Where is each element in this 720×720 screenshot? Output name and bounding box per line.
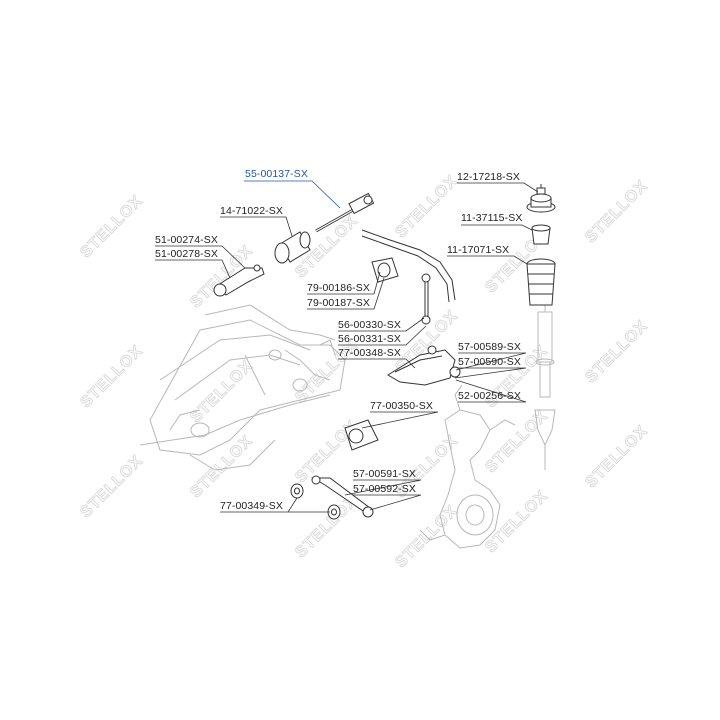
- strut-bushing-drawing: [344, 419, 379, 451]
- part-label-51-00278[interactable]: 51-00278-SX: [155, 248, 218, 260]
- part-label-56-00330[interactable]: 56-00330-SX: [338, 319, 401, 331]
- watermark-text: STELLOX: [77, 342, 146, 411]
- part-label-12-17218[interactable]: 12-17218-SX: [457, 171, 520, 183]
- subframe-drawing: [139, 304, 346, 471]
- part-label-14-71022[interactable]: 14-71022-SX: [220, 205, 283, 217]
- part-label-57-00591[interactable]: 57-00591-SX: [353, 468, 416, 480]
- part-label-11-17071[interactable]: 11-17071-SX: [447, 244, 510, 256]
- part-label-79-00186[interactable]: 79-00186-SX: [307, 282, 370, 294]
- watermark-text: STELLOX: [482, 487, 551, 556]
- part-label-52-00256[interactable]: 52-00256-SX: [458, 390, 521, 402]
- watermark-text: STELLOX: [77, 192, 146, 261]
- watermark-text: STELLOX: [582, 317, 651, 386]
- steering-boot-drawing: [274, 231, 311, 264]
- top-mount-drawing: [526, 184, 556, 213]
- bump-stop-drawing: [531, 224, 551, 245]
- stabilizer-bushing-drawing: [371, 257, 399, 283]
- watermark-text: STELLOX: [392, 172, 461, 241]
- part-label-57-00590[interactable]: 57-00590-SX: [458, 356, 521, 368]
- watermark-text: STELLOX: [482, 407, 551, 476]
- tie-rod-end-drawing: [213, 264, 265, 297]
- part-label-77-00349[interactable]: 77-00349-SX: [220, 500, 283, 512]
- shock-absorber-drawing: [534, 300, 556, 470]
- steering-knuckle-drawing: [419, 384, 516, 549]
- watermark-text: STELLOX: [582, 177, 651, 246]
- part-label-11-37115[interactable]: 11-37115-SX: [461, 212, 523, 224]
- tie-rod-drawing: [315, 192, 375, 233]
- part-label-57-00589[interactable]: 57-00589-SX: [458, 341, 521, 353]
- watermark-text: STELLOX: [582, 422, 651, 491]
- part-label-77-00348[interactable]: 77-00348-SX: [338, 347, 401, 359]
- dust-boot-drawing: [526, 258, 556, 306]
- part-label-77-00350[interactable]: 77-00350-SX: [370, 400, 433, 412]
- stabilizer-bar-drawing: [361, 229, 456, 303]
- leader-lines: [155, 180, 539, 513]
- watermark-text: STELLOX: [187, 432, 256, 501]
- watermark-text: STELLOX: [187, 357, 256, 426]
- part-label-55-00137[interactable]: 55-00137-SX: [245, 168, 308, 180]
- upper-control-arm-drawing: [387, 345, 461, 386]
- part-label-57-00592[interactable]: 57-00592-SX: [353, 483, 416, 495]
- part-label-79-00187[interactable]: 79-00187-SX: [307, 297, 370, 309]
- stabilizer-link-drawing: [421, 273, 431, 325]
- part-label-51-00274[interactable]: 51-00274-SX: [155, 234, 218, 246]
- part-label-56-00331[interactable]: 56-00331-SX: [338, 333, 401, 345]
- watermark-text: STELLOX: [77, 452, 146, 521]
